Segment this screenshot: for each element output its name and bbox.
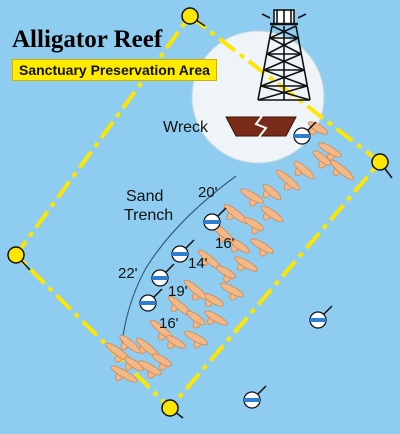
reef-patch xyxy=(186,310,206,329)
mooring-buoy-icon xyxy=(171,239,195,263)
reef-patch xyxy=(124,356,144,372)
reef-patch xyxy=(135,337,161,359)
mooring-buoy-icon xyxy=(151,263,175,287)
boundary-marker-buoy-icon xyxy=(181,7,199,25)
depth-label: 14' xyxy=(188,255,208,272)
reef-patch xyxy=(151,353,173,371)
reef-patch xyxy=(105,342,131,363)
mooring-buoys xyxy=(139,121,333,409)
wreck-icon xyxy=(225,115,297,138)
reef-patch xyxy=(197,249,223,271)
boundary-marker-buoy-icon xyxy=(371,153,389,171)
reef-patch xyxy=(184,330,208,349)
lighthouse-icon xyxy=(257,9,311,101)
title-block: Alligator Reef Sanctuary Preservation Ar… xyxy=(12,26,217,81)
reef-patch xyxy=(234,256,258,272)
reef-patch xyxy=(119,334,141,354)
reef-patch xyxy=(240,188,264,207)
wreck-label: Wreck xyxy=(163,119,209,136)
boundary-marker-buoy-icon xyxy=(161,399,179,417)
reef-patch xyxy=(203,293,225,307)
reef-patch xyxy=(329,159,355,181)
reef-patch xyxy=(165,335,187,349)
mooring-buoy-icon xyxy=(309,305,333,329)
reef-patch xyxy=(260,205,284,223)
reef-patch xyxy=(223,203,249,225)
reef-patch xyxy=(230,238,250,254)
boundary-marker-buoy-icon xyxy=(7,246,25,264)
mooring-buoy-icon xyxy=(293,121,317,145)
depth-label: 22' xyxy=(118,265,138,282)
mooring-buoy-icon xyxy=(139,288,163,312)
map-title: Alligator Reef xyxy=(12,26,163,53)
depth-label: 16' xyxy=(159,315,179,332)
reef-patch xyxy=(243,217,265,235)
map-subtitle: Sanctuary Preservation Area xyxy=(12,59,217,81)
reef-patch xyxy=(149,319,175,341)
reef-patch xyxy=(204,310,228,326)
reef-patch xyxy=(250,238,274,257)
mooring-buoy-icon xyxy=(243,385,267,409)
sand-trench-label-line2: Trench xyxy=(124,207,174,224)
sand-trench-edge xyxy=(121,175,237,343)
sand-trench-label-line1: Sand xyxy=(126,188,164,205)
reef-patch xyxy=(262,184,282,200)
boundary-marker-buoys xyxy=(7,7,393,419)
reef-patch xyxy=(220,282,244,301)
reef-patch xyxy=(138,360,162,379)
reef-patch xyxy=(275,169,301,191)
reef-patch xyxy=(293,160,315,180)
depth-label: 19' xyxy=(168,283,188,300)
reef-patch xyxy=(312,150,332,169)
depth-label: 20' xyxy=(198,184,218,201)
reef-patch xyxy=(215,265,237,283)
mooring-buoy-icon xyxy=(203,207,227,231)
depth-label: 16' xyxy=(215,235,235,252)
reef-patch xyxy=(318,142,342,161)
reef-patch xyxy=(110,365,138,383)
